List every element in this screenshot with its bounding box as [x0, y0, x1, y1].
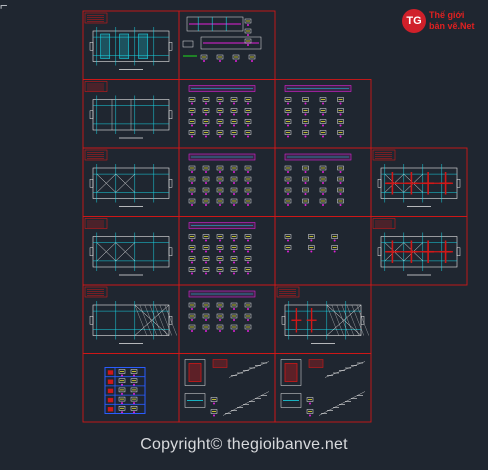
drawing-sheet — [370, 147, 468, 217]
drawing-sheet — [82, 10, 180, 80]
drawing-sheet — [82, 284, 180, 354]
drawing-sheet — [82, 147, 180, 217]
drawing-sheet — [370, 216, 468, 286]
drawing-sheet — [178, 147, 276, 217]
drawing-sheet — [82, 79, 180, 149]
drawing-sheet — [274, 284, 372, 354]
copyright-watermark: Copyright© thegioibanve.net — [140, 436, 348, 453]
drawing-sheet — [274, 79, 372, 149]
drawing-sheet — [274, 216, 372, 286]
drawing-sheet — [82, 353, 180, 423]
drawing-sheet — [178, 216, 276, 286]
drawing-sheet — [178, 10, 276, 80]
site-logo[interactable]: TG Thế giới bản vẽ.Net — [402, 9, 484, 37]
drawing-sheet — [178, 284, 276, 354]
cad-axis-icon: ⌐ — [0, 0, 8, 13]
drawing-sheet — [178, 353, 276, 423]
logo-line2: bản vẽ.Net — [429, 21, 475, 31]
drawing-sheet — [274, 147, 372, 217]
logo-line1: Thế giới — [429, 10, 465, 20]
drawing-sheet — [274, 353, 372, 423]
drawing-sheet — [82, 216, 180, 286]
logo-mark: TG — [402, 9, 426, 33]
drawing-sheet — [178, 79, 276, 149]
